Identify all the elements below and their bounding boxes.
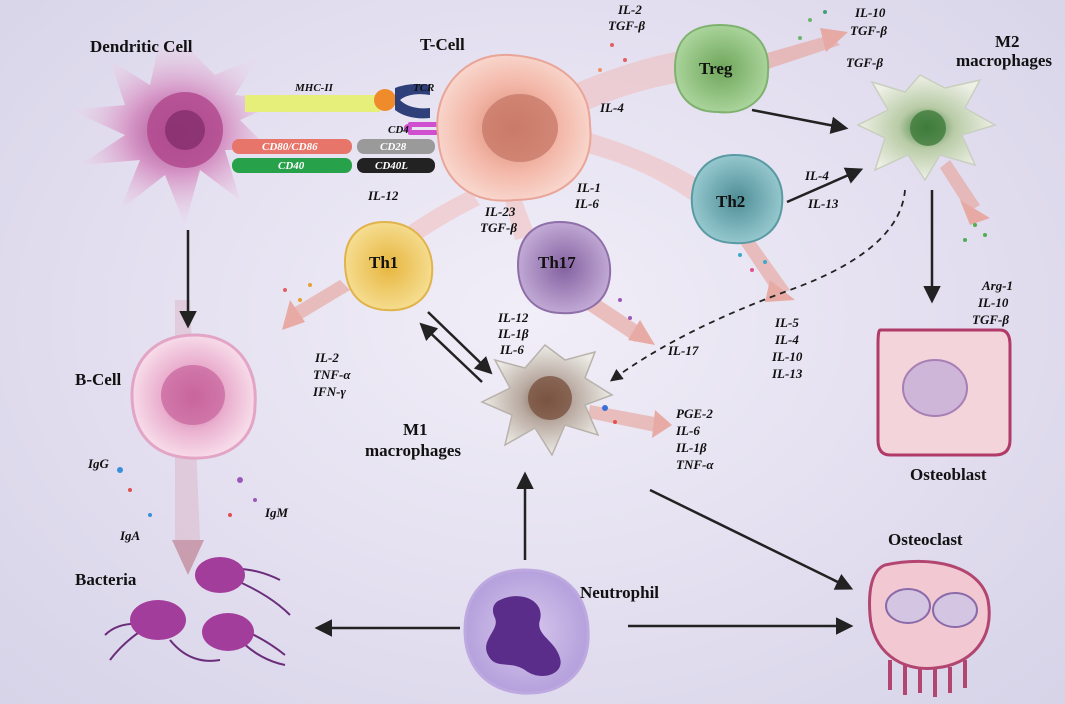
cd40l-label: CD40L	[375, 160, 408, 172]
osteoclast	[868, 559, 991, 697]
t-cell	[436, 53, 592, 202]
t-cell-label: T-Cell	[420, 35, 465, 54]
cytokine-tcell-th17-b-1: IL-1	[576, 180, 601, 195]
m2-macrophage	[856, 74, 997, 182]
cytokine-tcell-th2: IL-4	[599, 100, 624, 115]
cd80-86-label: CD80/CD86	[262, 141, 318, 153]
neutrophil-label: Neutrophil	[580, 583, 659, 602]
cytokine-m1-in-2: IL-1β	[497, 326, 529, 341]
cd28-label: CD28	[380, 141, 407, 153]
cytokine-tcell-th17-a-1: IL-23	[484, 204, 516, 219]
cytokine-m2-out-1: Arg-1	[981, 278, 1013, 293]
cytokine-th1-out-1: IL-2	[314, 350, 339, 365]
cytokine-th1-out-3: IFN-γ	[312, 384, 346, 399]
th2-label: Th2	[716, 192, 745, 211]
m2-label-line1: M2	[995, 32, 1020, 51]
cytokine-m2-out-3: TGF-β	[972, 312, 1009, 327]
cytokine-tcell-treg-1: IL-2	[617, 2, 642, 17]
cytokine-th17-out: IL-17	[667, 343, 699, 358]
antigen-peptide	[374, 89, 396, 111]
cytokine-th2-out-3: IL-10	[771, 349, 803, 364]
cytokine-particles	[117, 10, 987, 517]
antibody-iga: IgA	[119, 528, 141, 543]
mhc2-label: MHC-II	[294, 82, 334, 94]
tcr-label: TCR	[413, 82, 434, 94]
cytokine-tcell-th17-b-2: IL-6	[574, 196, 599, 211]
cytokine-tcell-treg-2: TGF-β	[608, 18, 645, 33]
cytokine-tcell-th17-a-2: TGF-β	[480, 220, 517, 235]
dendritic-cell-label: Dendritic Cell	[90, 37, 193, 56]
bacteria-cluster	[104, 557, 291, 666]
cytokine-m2-out-2: IL-10	[977, 295, 1009, 310]
cytokine-th2-m2-1: IL-4	[804, 168, 829, 183]
m1-macrophage	[480, 343, 614, 457]
osteoblast	[876, 328, 1012, 457]
th17-cell: Th17	[516, 220, 612, 315]
arrow-th1-to-m1	[427, 311, 493, 375]
osteoblast-label: Osteoblast	[910, 465, 987, 484]
cd4-label: CD4	[388, 124, 409, 136]
m2-label-line2: macrophages	[956, 51, 1052, 70]
cytokine-labels: IL-2 TGF-β IL-10 TGF-β TGF-β IL-4 IL-4 I…	[87, 2, 1013, 543]
b-cell	[130, 333, 257, 460]
th1-cell: Th1	[343, 220, 434, 312]
cytokine-m1-out-3: IL-1β	[675, 440, 707, 455]
cytokine-m1-out-1: PGE-2	[676, 406, 713, 421]
cytokine-treg-out-1: IL-10	[854, 5, 886, 20]
cytokine-m1-out-4: TNF-α	[676, 457, 714, 472]
m1-label-line2: macrophages	[365, 441, 461, 460]
b-cell-label: B-Cell	[75, 370, 122, 389]
cytokine-th1-out-2: TNF-α	[313, 367, 351, 382]
cytokine-m1-in-1: IL-12	[497, 310, 529, 325]
th1-label: Th1	[369, 253, 398, 272]
cytokine-th2-out-2: IL-4	[774, 332, 799, 347]
cd40-label: CD40	[278, 160, 305, 172]
arrow-th2-to-m2	[786, 167, 864, 204]
arrow-treg-to-m2	[751, 108, 849, 134]
arrow-m1-to-osteoclast	[649, 488, 854, 590]
cytokine-th2-out-1: IL-5	[774, 315, 799, 330]
arrow-m1-to-th1	[419, 322, 483, 383]
pathway-arrows	[179, 108, 941, 637]
antibody-igg: IgG	[87, 456, 110, 471]
cytokine-treg-m2: TGF-β	[846, 55, 883, 70]
cytokine-m1-out-2: IL-6	[675, 423, 700, 438]
treg-cell: Treg	[673, 23, 770, 114]
arrow-m2-m1-dashed	[609, 189, 906, 382]
cytokine-tcell-th1: IL-12	[367, 188, 399, 203]
dendritic-cell	[70, 40, 285, 225]
cytokine-th2-m2-2: IL-13	[807, 196, 839, 211]
receptor-complex: MHC-II TCR CD4 CD80/CD86 CD28 CD40 CD40L	[232, 82, 438, 173]
antibody-igm: IgM	[264, 505, 289, 520]
cytokine-treg-out-2: TGF-β	[850, 23, 887, 38]
treg-label: Treg	[699, 59, 733, 78]
m1-label-line1: M1	[403, 420, 428, 439]
cytokine-m1-in-3: IL-6	[499, 342, 524, 357]
neutrophil	[463, 568, 590, 695]
th17-label: Th17	[538, 253, 576, 272]
th2-cell: Th2	[690, 153, 784, 245]
osteoclast-label: Osteoclast	[888, 530, 963, 549]
bacteria-label: Bacteria	[75, 570, 137, 589]
cytokine-th2-out-4: IL-13	[771, 366, 803, 381]
